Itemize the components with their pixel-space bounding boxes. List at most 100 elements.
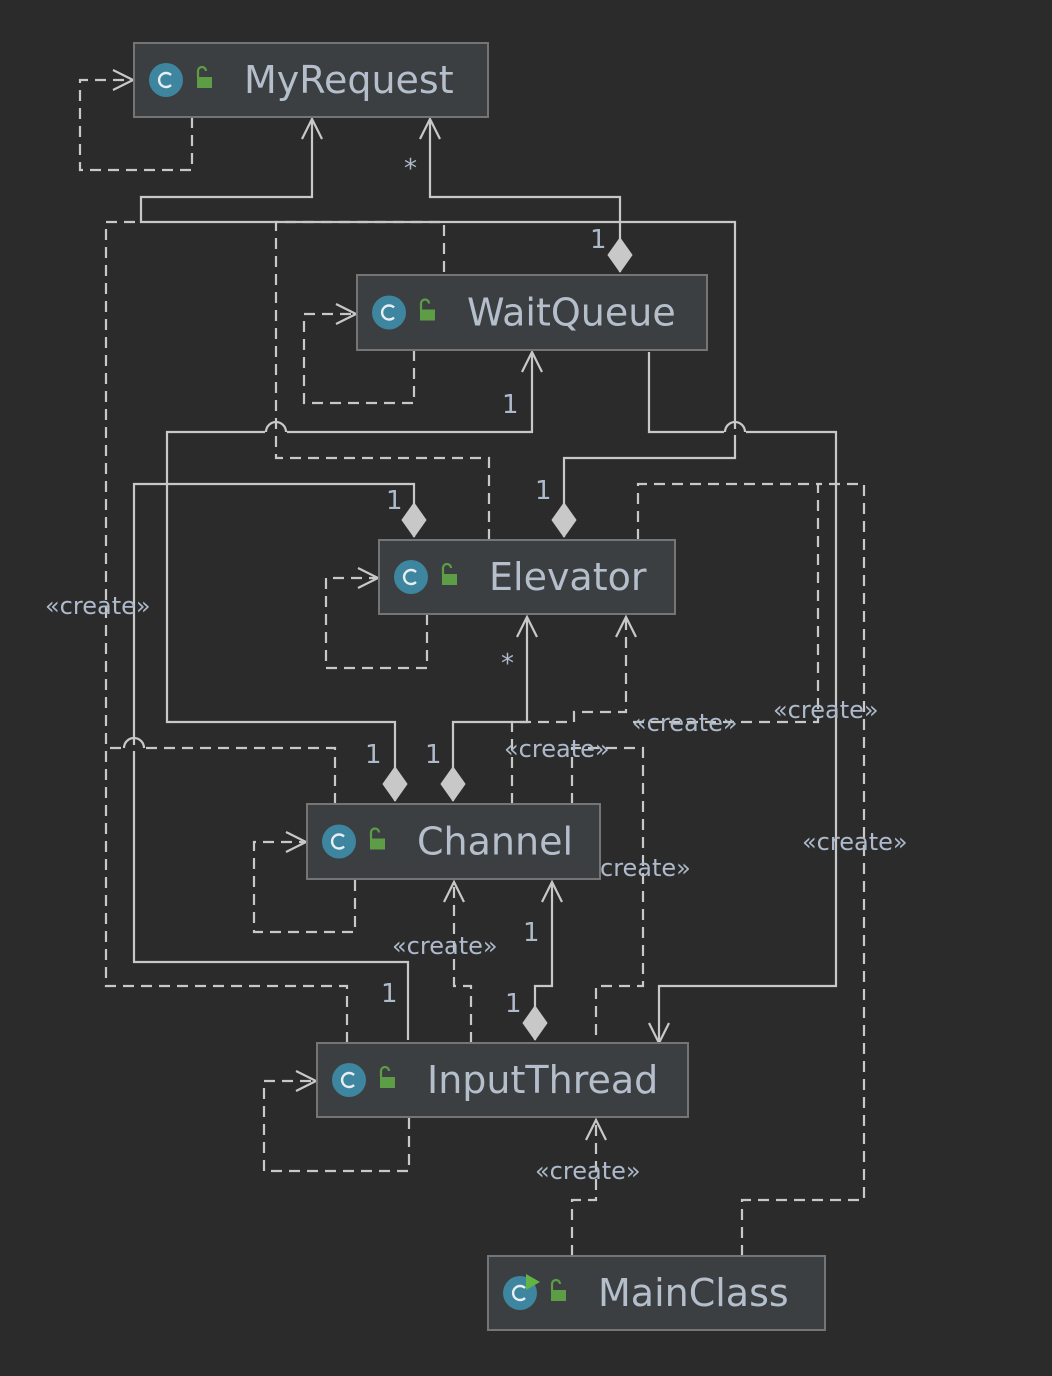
edge-line [740,482,866,1256]
arrowhead [443,879,465,903]
edge-line [510,617,628,804]
stereotype-label: «create» [504,735,610,763]
line-hop [723,420,747,433]
class-box [378,539,676,615]
multiplicity-label: * [501,649,514,679]
class-name: MainClass [598,1271,789,1315]
class-icon [149,63,183,97]
arrowhead [516,614,538,638]
multiplicity-label: 1 [502,390,519,420]
class-node-elevator[interactable]: Elevator [378,539,676,615]
dependency-edge[interactable] [570,746,645,1043]
class-box [356,274,708,351]
dependency-edge[interactable] [106,746,337,804]
class-node-channel[interactable]: Channel [306,803,601,880]
hop-gap [265,429,287,435]
multiplicity-label: * [404,154,417,184]
association-edge[interactable] [522,879,563,1041]
stereotype-label: «create» [45,592,151,620]
composition-diamond [551,502,577,538]
arrowhead [301,116,323,140]
class-node-inputthread[interactable]: InputThread [316,1042,689,1118]
class-name: WaitQueue [467,291,676,335]
association-edge[interactable] [132,482,427,1040]
line-hop [264,420,288,433]
stereotype-label: «create» [535,1157,641,1185]
edge-line [132,482,416,1040]
multiplicity-label: 1 [386,486,403,516]
association-edge[interactable] [419,116,633,273]
public-lock-icon [196,65,212,88]
composition-diamond [382,766,408,802]
labels-layer: «create» «create» «create» «create» create» «… [45,154,908,1185]
multiplicity-label: 1 [505,989,522,1019]
association-edge[interactable] [165,349,543,802]
stereotype-label: «create» [632,709,738,737]
multiplicity-label: 1 [535,476,552,506]
association-edge[interactable] [440,614,538,802]
multiplicity-label: 1 [365,740,382,770]
edge-line [570,746,645,1043]
edge-line [302,312,416,405]
edge-line [252,840,357,934]
public-lock-icon [419,298,435,321]
edge-line [428,119,622,272]
edge-line [104,220,349,1043]
public-lock-icon [441,562,457,585]
class-box [487,1255,826,1331]
class-node-waitqueue[interactable]: WaitQueue [356,274,708,351]
dependency-edge[interactable] [443,879,473,1043]
arrowhead [521,349,543,373]
composition-diamond [607,237,633,273]
dependency-edge[interactable] [104,220,349,1043]
stereotype-label: «create» [773,696,879,724]
class-icon [322,824,356,859]
run-arrow-icon [526,1274,540,1290]
edge-line [165,352,534,801]
stereotype-label: create» [600,854,691,882]
arrowhead [585,1117,607,1141]
edge-line [274,220,491,540]
multiplicity-label: 1 [381,979,398,1009]
class-name: InputThread [427,1058,658,1102]
multiplicity-label: 1 [425,740,442,770]
composition-diamond [522,1005,548,1041]
line-hop [122,736,146,749]
dependency-edge[interactable] [274,220,491,540]
public-lock-icon [369,827,385,850]
class-name: Channel [417,820,573,864]
composition-diamond [401,502,427,538]
multiplicity-label: 1 [590,225,607,255]
class-name: Elevator [489,555,647,599]
edge-line [452,882,473,1043]
nodes-layer: MyRequestWaitQueueElevatorChannelInputTh… [133,42,826,1331]
class-node-myrequest[interactable]: MyRequest [133,42,489,118]
edge-line [570,1120,598,1256]
composition-diamond [440,766,466,802]
dependency-edge[interactable] [740,482,866,1256]
dependency-edge[interactable] [510,614,637,804]
class-icon [372,295,406,330]
stereotype-label: «create» [802,828,908,856]
class-node-mainclass[interactable]: MainClass [487,1255,826,1331]
class-icon [394,560,428,594]
arrowhead [541,879,563,903]
edges-layer [78,69,866,1256]
public-lock-icon [379,1065,395,1088]
edge-line [451,617,529,801]
multiplicity-label: 1 [523,918,540,948]
class-name: MyRequest [244,58,454,102]
public-lock-icon [550,1278,566,1301]
class-box [316,1042,689,1118]
stereotype-label: «create» [392,932,498,960]
edge-line [262,1079,411,1173]
edge-line [647,352,838,1043]
class-box [133,42,489,118]
edge-line [106,746,337,804]
edge-line [324,576,429,670]
dependency-edge[interactable] [570,1117,607,1256]
hop-gap [724,429,746,435]
edge-line [78,78,194,172]
arrowhead [615,614,637,638]
